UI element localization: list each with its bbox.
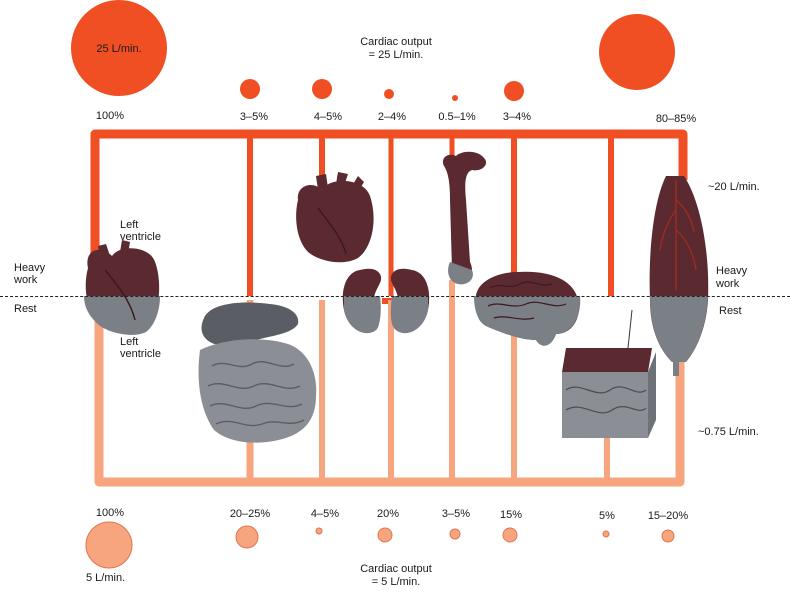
left-ventricle-heavy-label-line1: Left	[120, 219, 139, 231]
bottom-cardiac-output-value: = 5 L/min.	[371, 576, 421, 588]
flow-circle-bone-rest	[449, 528, 461, 540]
left-ventricle-heart-image	[84, 240, 160, 335]
flow-circle-muscle-rest	[661, 529, 675, 543]
left-ventricle-rest-label-line2: ventricle	[120, 348, 161, 360]
heavy-pct-kidney: 2–4%	[377, 111, 407, 123]
rest-flow-circles	[85, 521, 675, 569]
heavy-pct-brain: 3–4%	[502, 111, 532, 123]
heavy-pct-muscle: 80–85%	[655, 113, 697, 125]
heavy-work-label-right-line1: Heavy	[716, 265, 748, 277]
rest-label-left: Rest	[14, 303, 37, 315]
flow-circle-kidney-rest	[377, 527, 393, 543]
heavy-work-flow-circles	[71, 0, 675, 101]
flow-circle-brain-rest	[502, 527, 518, 543]
heavy-work-label-right-line2: work	[716, 278, 740, 290]
brain-image	[474, 271, 581, 346]
rest-pct-bone: 3–5%	[441, 508, 471, 520]
flow-circle-kidney-heavy	[384, 89, 394, 99]
digestive-organs-image	[198, 302, 317, 443]
flow-circle-muscle-heavy	[599, 14, 675, 90]
rest-pct-left-ventricle: 100%	[95, 507, 125, 519]
heavy-work-label-left-line2: work	[14, 274, 38, 286]
heavy-pct-gut: 3–5%	[239, 111, 269, 123]
flow-circle-gut-heavy	[240, 79, 260, 99]
bone-image	[442, 151, 487, 285]
flow-circle-heart-rest	[315, 527, 323, 535]
heavy-work-rest-divider	[0, 296, 790, 297]
heavy-pct-heart: 4–5%	[313, 111, 343, 123]
left-ventricle-output-circle-heavy	[71, 0, 167, 96]
muscle-heavy-flow-label: ~20 L/min.	[708, 181, 760, 193]
heavy-work-label-left-line1: Heavy	[14, 262, 46, 274]
left-circle-rest-label: 5 L/min.	[86, 572, 126, 584]
top-cardiac-output-value: = 25 L/min.	[368, 49, 424, 61]
rest-label-right: Rest	[719, 305, 742, 317]
flow-circle-skin-rest	[602, 530, 610, 538]
bottom-cardiac-output-title: Cardiac output	[360, 563, 432, 575]
left-ventricle-rest-label-line1: Left	[120, 336, 139, 348]
left-ventricle-output-circle-rest	[85, 521, 133, 569]
heart-image	[296, 172, 374, 263]
rest-pct-brain: 15%	[499, 509, 523, 521]
flow-circle-brain-heavy	[504, 81, 524, 101]
rest-pct-kidney: 20%	[376, 508, 400, 520]
heavy-pct-left-ventricle: 100%	[95, 110, 125, 122]
left-circle-heavy-label: 25 L/min.	[96, 43, 142, 55]
rest-pct-gut: 20–25%	[229, 508, 271, 520]
flow-circle-gut-rest	[235, 525, 259, 549]
left-ventricle-heavy-label-line2: ventricle	[120, 231, 161, 243]
kidneys-image	[342, 268, 430, 334]
flow-circle-bone-heavy	[452, 95, 458, 101]
muscle-rest-flow-label: ~0.75 L/min.	[698, 426, 759, 438]
skin-image	[562, 309, 656, 438]
heavy-pct-bone: 0.5–1%	[438, 111, 476, 123]
skeletal-muscle-image	[649, 176, 709, 376]
flow-circle-heart-heavy	[312, 79, 332, 99]
rest-pct-muscle: 15–20%	[647, 510, 689, 522]
rest-pct-skin: 5%	[599, 510, 615, 522]
heavy-work-vessels	[90, 129, 688, 304]
top-cardiac-output-title: Cardiac output	[360, 36, 432, 48]
rest-pct-heart: 4–5%	[310, 508, 340, 520]
